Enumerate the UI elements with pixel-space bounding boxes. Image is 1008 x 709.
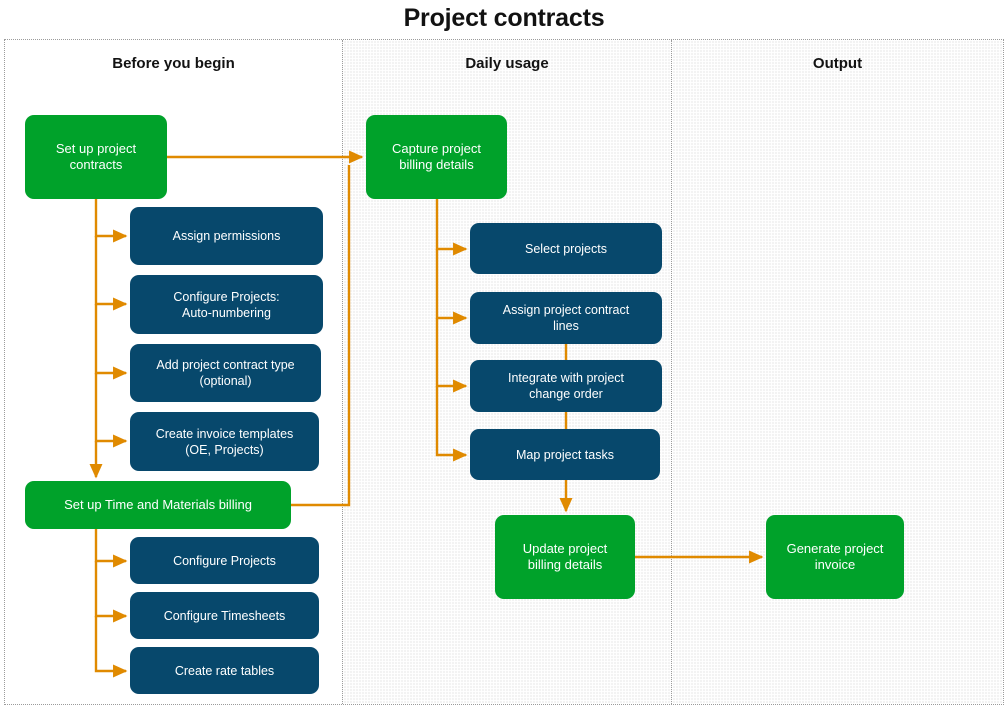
lane-header-output: Output (812, 55, 863, 72)
node-select-projects[interactable]: Select projects (470, 223, 662, 274)
node-update-project-billing-details[interactable]: Update project billing details (495, 515, 635, 599)
node-integrate-with-project-change-order[interactable]: Integrate with project change order (470, 360, 662, 412)
node-add-project-contract-type[interactable]: Add project contract type (optional) (130, 344, 321, 402)
node-set-up-time-and-materials-billing[interactable]: Set up Time and Materials billing (25, 481, 291, 529)
node-map-project-tasks[interactable]: Map project tasks (470, 429, 660, 480)
node-capture-project-billing-details[interactable]: Capture project billing details (366, 115, 507, 199)
node-assign-project-contract-lines[interactable]: Assign project contract lines (470, 292, 662, 344)
lane-header-before-you-begin: Before you begin (112, 55, 235, 72)
page-title: Project contracts (403, 4, 605, 32)
node-configure-projects-auto-numbering[interactable]: Configure Projects: Auto-numbering (130, 275, 323, 334)
lane-output: Output (672, 40, 1003, 704)
node-generate-project-invoice[interactable]: Generate project invoice (766, 515, 904, 599)
lane-header-daily-usage: Daily usage (465, 55, 549, 72)
node-create-rate-tables[interactable]: Create rate tables (130, 647, 319, 694)
node-create-invoice-templates[interactable]: Create invoice templates (OE, Projects) (130, 412, 319, 471)
node-set-up-project-contracts[interactable]: Set up project contracts (25, 115, 167, 199)
node-assign-permissions[interactable]: Assign permissions (130, 207, 323, 265)
node-configure-projects[interactable]: Configure Projects (130, 537, 319, 584)
node-configure-timesheets[interactable]: Configure Timesheets (130, 592, 319, 639)
